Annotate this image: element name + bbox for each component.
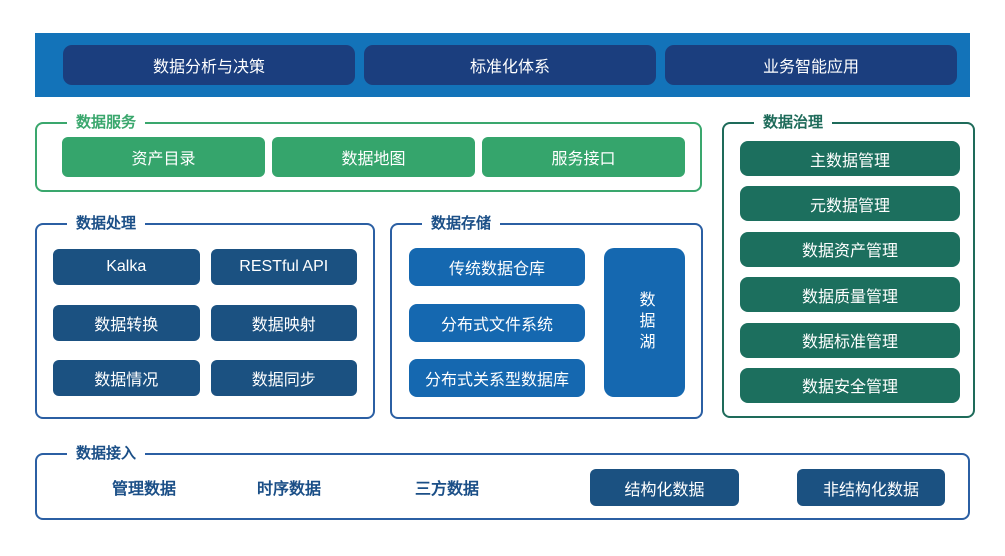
- label-management-data: 管理数据: [111, 480, 177, 498]
- section-data-storage: 数据存储 传统数据仓库 分布式文件系统 分布式关系型数据库 数据湖: [390, 214, 703, 419]
- block-data-quality-management: 数据质量管理: [740, 277, 960, 313]
- block-data-security-management: 数据安全管理: [740, 367, 960, 403]
- block-master-data-management: 主数据管理: [740, 141, 960, 176]
- section-title-data-processing: 数据处理: [67, 214, 146, 234]
- section-title-data-governance: 数据治理: [754, 113, 833, 133]
- section-data-services: 数据服务 资产目录 数据地图 服务接口: [35, 113, 702, 192]
- block-distributed-file-system: 分布式文件系统: [409, 303, 585, 342]
- block-data-status: 数据情况: [53, 360, 200, 397]
- section-data-access: 数据接入 管理数据 时序数据 三方数据 结构化数据 非结构化数据: [35, 444, 970, 520]
- banner-block-data-analysis: 数据分析与决策: [63, 45, 355, 85]
- block-data-standard-management: 数据标准管理: [740, 322, 960, 358]
- block-data-lake: 数据湖: [604, 248, 685, 397]
- section-data-processing: 数据处理 Kalka RESTful API 数据转换 数据映射 数据情况 数据…: [35, 214, 375, 419]
- block-structured-data: 结构化数据: [590, 469, 739, 506]
- block-service-interface: 服务接口: [482, 137, 685, 177]
- block-asset-catalog: 资产目录: [62, 137, 265, 177]
- block-data-sync: 数据同步: [210, 360, 357, 397]
- block-traditional-data-warehouse: 传统数据仓库: [409, 248, 585, 286]
- label-thirdparty-data: 三方数据: [414, 480, 480, 498]
- block-distributed-relational-db: 分布式关系型数据库: [409, 359, 585, 397]
- block-metadata-management: 元数据管理: [740, 186, 960, 222]
- storage-block-column: 传统数据仓库 分布式文件系统 分布式关系型数据库: [409, 248, 585, 397]
- banner-block-business-intelligence: 业务智能应用: [665, 45, 957, 85]
- label-timeseries-data: 时序数据: [256, 480, 322, 498]
- block-data-mapping: 数据映射: [210, 304, 357, 341]
- banner-block-standardization: 标准化体系: [364, 45, 656, 85]
- section-title-data-services: 数据服务: [67, 113, 146, 133]
- block-data-map: 数据地图: [272, 137, 475, 177]
- block-unstructured-data: 非结构化数据: [797, 469, 945, 506]
- section-title-data-access: 数据接入: [67, 444, 146, 464]
- section-data-governance: 数据治理 主数据管理 元数据管理 数据资产管理 数据质量管理 数据标准管理 数据…: [722, 113, 975, 418]
- block-data-transform: 数据转换: [53, 304, 200, 341]
- block-kalka: Kalka: [53, 249, 200, 285]
- section-title-data-storage: 数据存储: [422, 214, 501, 234]
- application-banner: 数据分析与决策 标准化体系 业务智能应用: [35, 33, 970, 97]
- block-data-asset-management: 数据资产管理: [740, 231, 960, 267]
- block-restful-api: RESTful API: [210, 249, 357, 285]
